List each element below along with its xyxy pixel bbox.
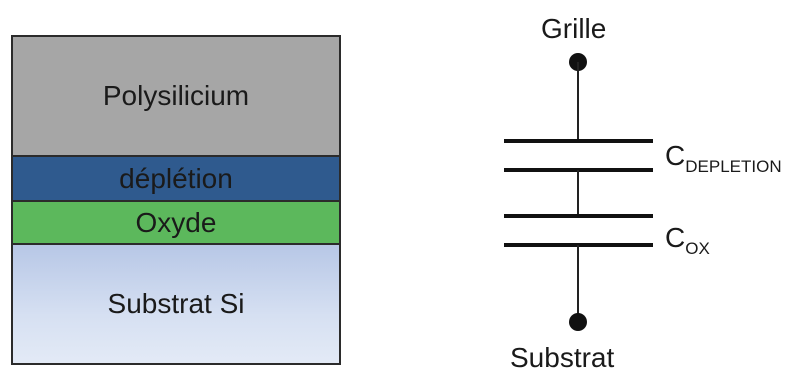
substrate-terminal-label: Substrat xyxy=(510,342,615,373)
layer-substrate: Substrat Si xyxy=(13,245,339,363)
layer-oxide-label: Oxyde xyxy=(135,206,217,238)
gate-terminal-label: Grille xyxy=(541,13,607,44)
capacitor-schematic: Grille Substrat CDEPLETION COX xyxy=(480,0,807,383)
oxide-capacitance-subscript: OX xyxy=(685,239,710,258)
layer-depletion-label: déplétion xyxy=(119,162,233,194)
layer-substrate-label: Substrat Si xyxy=(107,288,245,319)
depletion-capacitance-subscript: DEPLETION xyxy=(685,157,782,176)
layer-polysilicon: Polysilicium xyxy=(13,37,339,157)
oxide-capacitance-label: COX xyxy=(665,222,710,258)
layer-stack: Polysilicium déplétion Oxyde Substrat Si xyxy=(11,35,341,365)
schematic-drawing xyxy=(504,53,653,331)
layer-depletion: déplétion xyxy=(13,157,339,202)
layer-polysilicon-label: Polysilicium xyxy=(102,80,250,111)
depletion-capacitance-symbol: C xyxy=(665,140,686,171)
bottom-terminal-dot xyxy=(569,313,587,331)
oxide-capacitance-symbol: C xyxy=(665,222,686,253)
layer-oxide: Oxyde xyxy=(13,202,339,245)
depletion-capacitance-label: CDEPLETION xyxy=(665,140,782,176)
